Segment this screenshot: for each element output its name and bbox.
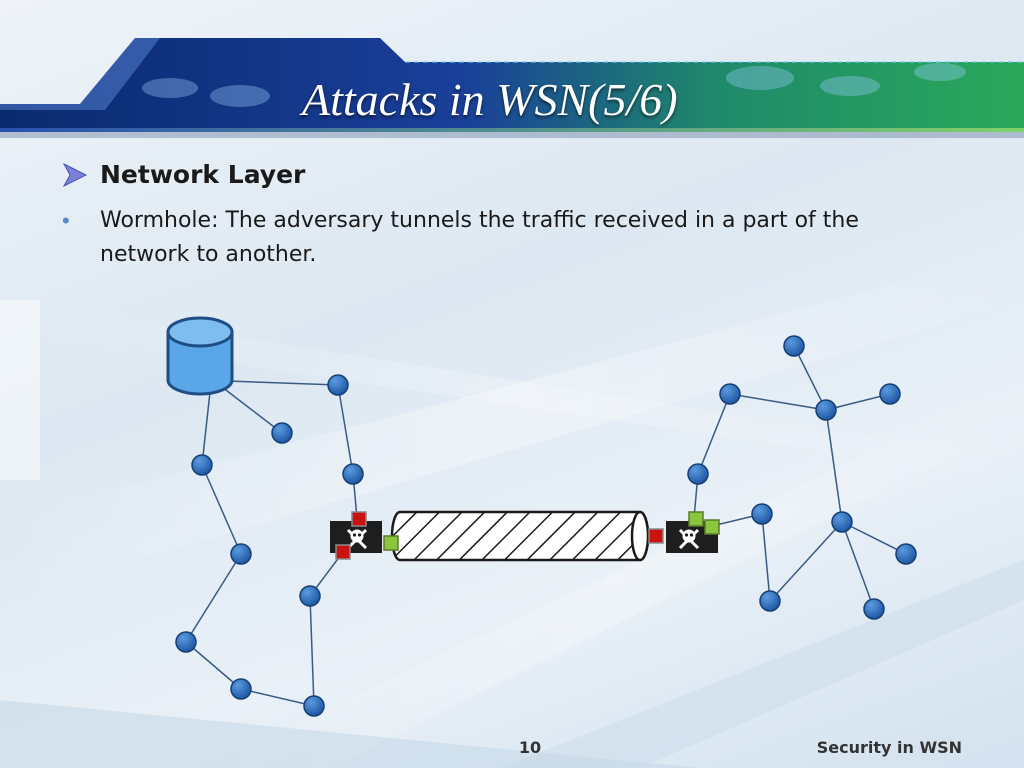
- sensor-node-icon: [327, 374, 349, 396]
- sensor-node-icon: [191, 454, 213, 476]
- attacker-left: [330, 511, 399, 560]
- sensor-node-icon: [719, 383, 741, 405]
- sensor-node-icon: [783, 335, 805, 357]
- port-green: [383, 535, 399, 551]
- skull-crossbones-icon: [346, 528, 368, 550]
- port-red-bottom: [335, 544, 351, 560]
- links-right: [693, 345, 907, 610]
- sensor-node-icon: [230, 678, 252, 700]
- sensor-node-icon: [303, 695, 325, 717]
- bullet-item: • Wormhole: The adversary tunnels the tr…: [62, 204, 942, 272]
- title-banner: [0, 38, 1024, 138]
- sensor-node-icon: [175, 631, 197, 653]
- skull-crossbones-icon: [678, 528, 700, 550]
- arrow-bullet-icon: [62, 162, 88, 187]
- sensor-node-icon: [271, 422, 293, 444]
- footer-text: Security in WSN: [816, 738, 962, 757]
- port-green-top: [688, 511, 704, 527]
- page-number: 10: [518, 738, 542, 757]
- sensor-node-icon: [687, 463, 709, 485]
- sensor-node-icon: [759, 590, 781, 612]
- port-red-top: [351, 511, 367, 527]
- sensor-node-icon: [815, 399, 837, 421]
- sensor-node-icon: [831, 511, 853, 533]
- sensor-node-icon: [342, 463, 364, 485]
- nodes-right: [687, 335, 917, 620]
- wormhole-tunnel: [390, 510, 650, 562]
- dot-bullet-icon: •: [62, 208, 70, 233]
- port-red: [648, 528, 664, 544]
- sensor-node-icon: [879, 383, 901, 405]
- sensor-node-icon: [863, 598, 885, 620]
- slide-title: Attacks in WSN(5/6): [302, 74, 678, 125]
- attacker-right: [648, 511, 720, 553]
- nodes-left: [175, 374, 364, 717]
- sensor-node-icon: [751, 503, 773, 525]
- section-heading: Network Layer: [100, 160, 306, 189]
- heading-row: Network Layer: [62, 160, 305, 189]
- sensor-node-icon: [230, 543, 252, 565]
- sensor-node-icon: [299, 585, 321, 607]
- bullet-text: Wormhole: The adversary tunnels the traf…: [100, 208, 859, 267]
- sensor-node-icon: [895, 543, 917, 565]
- port-green-side: [704, 519, 720, 535]
- database-cylinder-icon: [166, 316, 234, 396]
